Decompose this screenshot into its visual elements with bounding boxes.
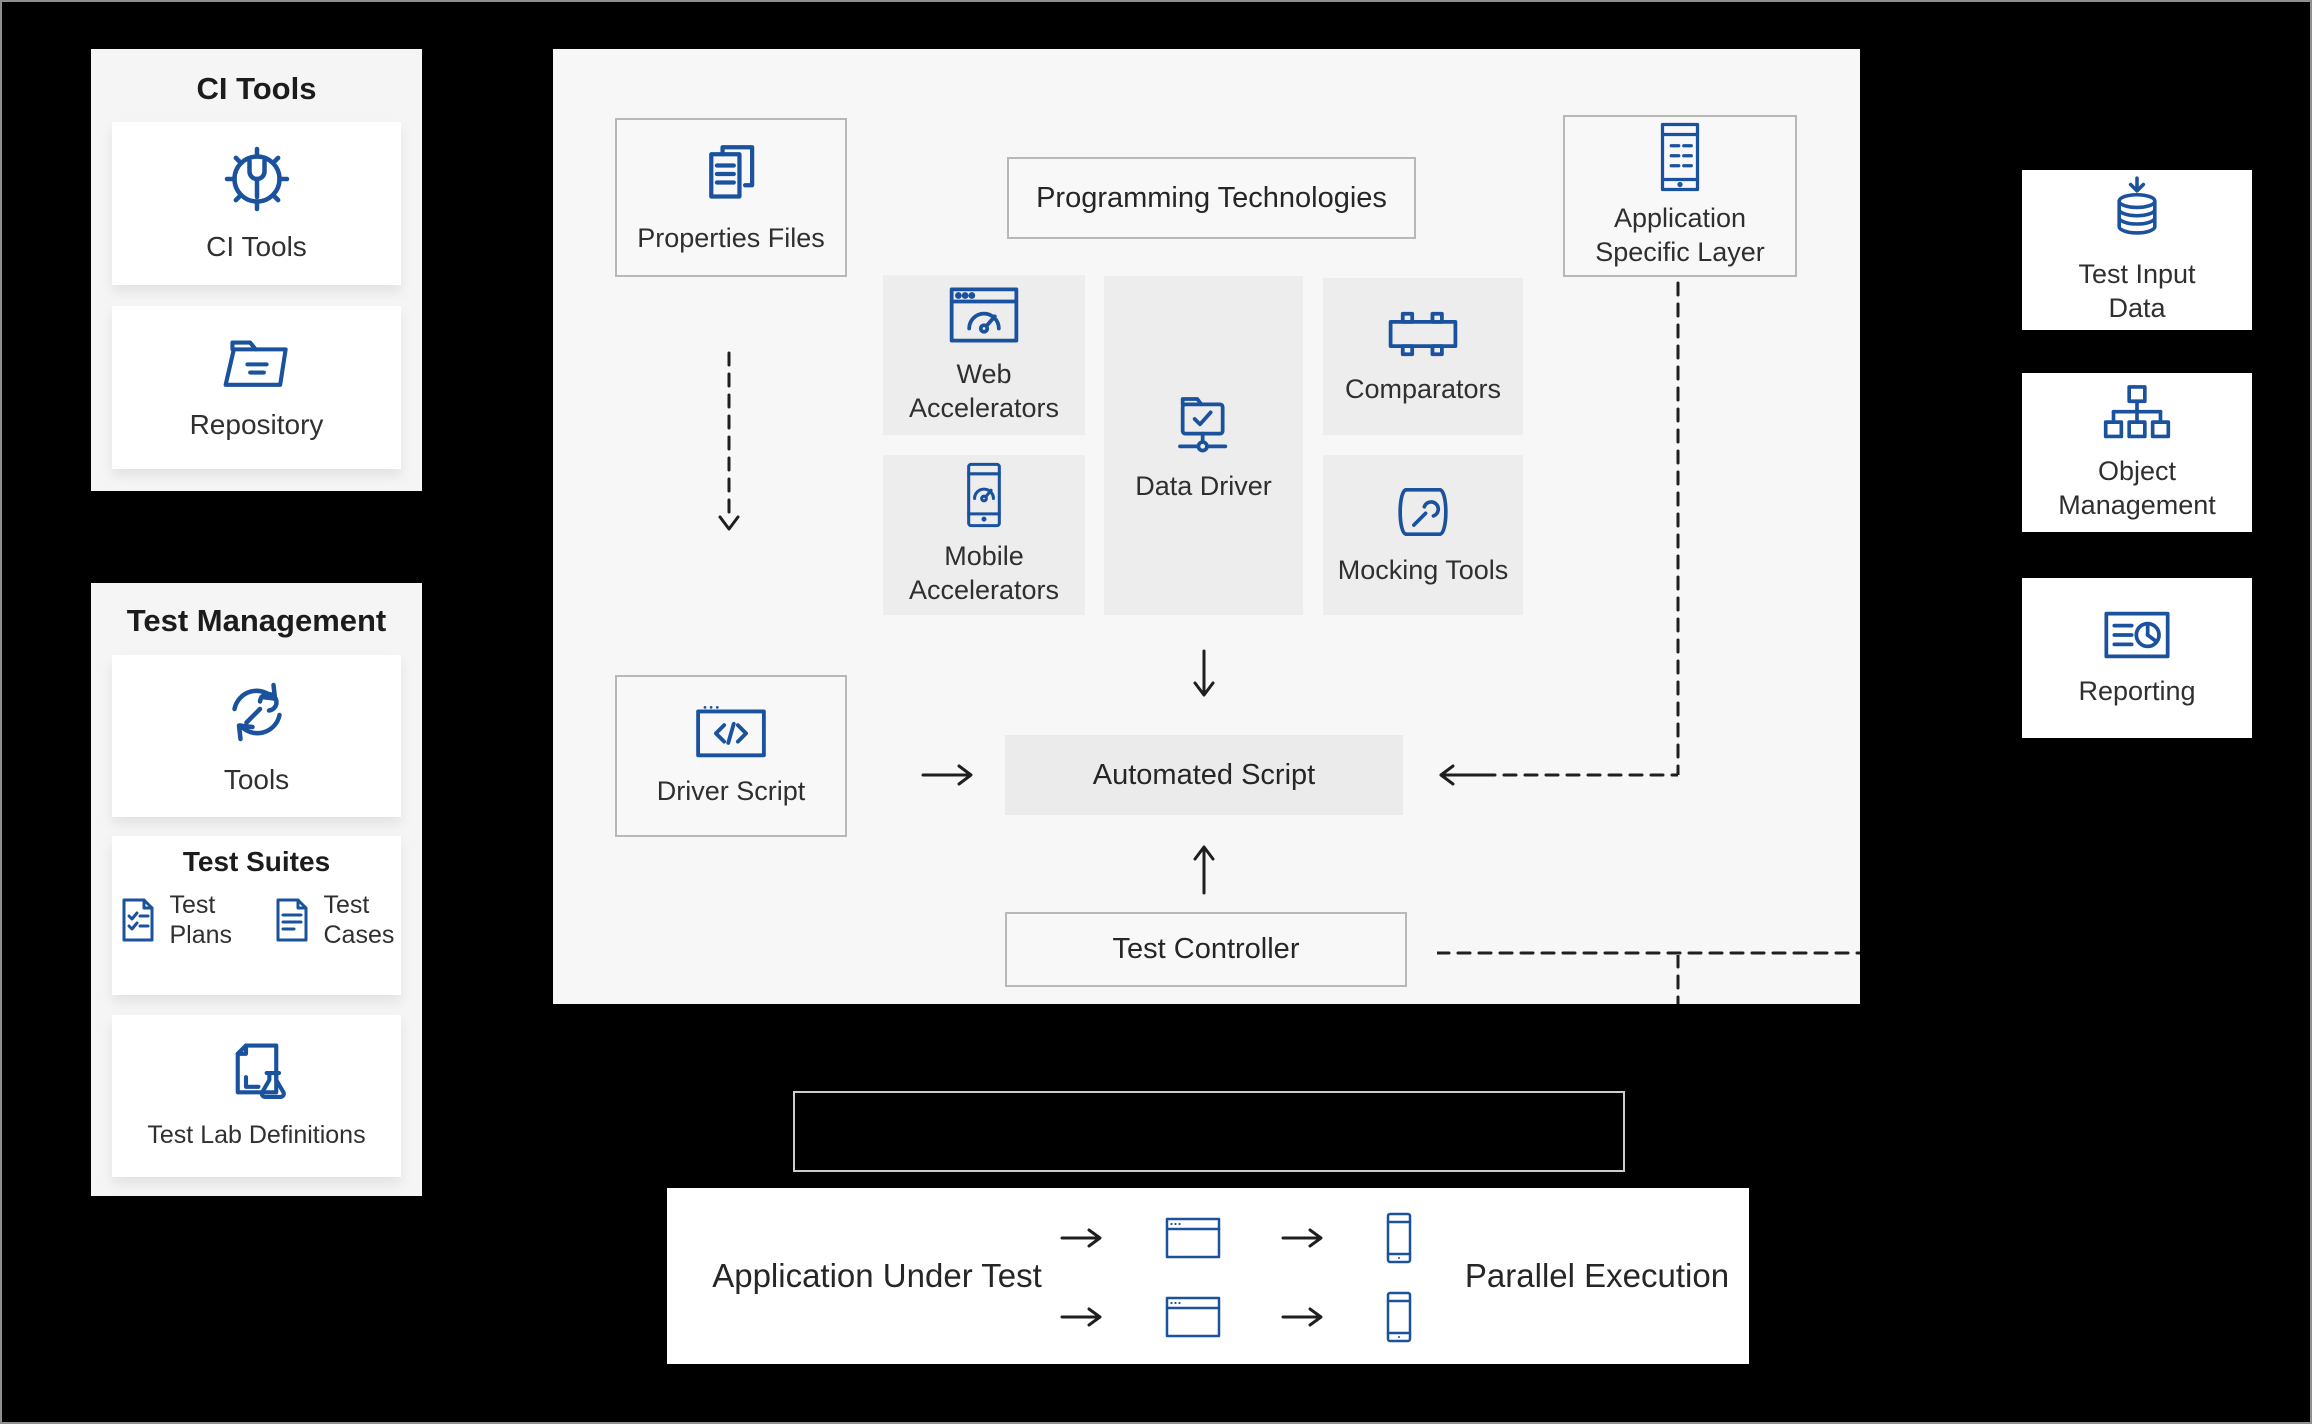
code-window-icon bbox=[694, 703, 768, 761]
application-under-test-label: Application Under Test bbox=[712, 1257, 1042, 1294]
blueprint-wrench-icon bbox=[1387, 482, 1459, 542]
object-management-box: Object Management bbox=[2022, 373, 2252, 532]
test-lab-definitions-card: Test Lab Definitions bbox=[112, 1015, 401, 1177]
programming-technologies-label: Programming Technologies bbox=[1036, 181, 1387, 214]
framework-panel: Properties Files Programming Technologie… bbox=[553, 49, 1860, 1004]
comparators-label: Comparators bbox=[1344, 373, 1502, 404]
test-cases-icon bbox=[272, 896, 312, 944]
web-accelerators-label: Web Accelerators bbox=[908, 359, 1060, 423]
mobile-accelerators-label: Mobile Accelerators bbox=[908, 541, 1060, 605]
hierarchy-icon bbox=[2103, 383, 2171, 443]
browser-window-icon bbox=[1165, 1217, 1221, 1259]
driver-script-label: Driver Script bbox=[656, 776, 806, 807]
smartphone-icon bbox=[1386, 1291, 1412, 1343]
execution-environment-box bbox=[793, 1091, 1625, 1172]
copy-documents-icon bbox=[700, 140, 762, 208]
right-arrow-icon bbox=[1281, 1226, 1325, 1250]
dashed-line-controller-horizontal bbox=[1437, 939, 1860, 967]
dashed-line-bottom-vertical bbox=[1671, 955, 1685, 1004]
test-suites-row: Test Plans Test Cases bbox=[118, 890, 396, 950]
report-chart-icon bbox=[2101, 607, 2173, 663]
test-plans-icon bbox=[118, 896, 158, 944]
reporting-box: Reporting bbox=[2022, 578, 2252, 738]
test-controller-label: Test Controller bbox=[1112, 933, 1300, 965]
mocking-tools-label: Mocking Tools bbox=[1337, 555, 1509, 586]
automated-script-label: Automated Script bbox=[1092, 758, 1316, 791]
right-arrow-icon bbox=[1060, 1226, 1104, 1250]
parallel-execution-label: Parallel Execution bbox=[1464, 1257, 1730, 1294]
ci-tools-card: CI Tools bbox=[112, 122, 401, 285]
test-suites-title: Test Suites bbox=[182, 846, 331, 877]
application-specific-layer-label: Application Specific Layer bbox=[1595, 203, 1765, 267]
mobile-list-icon bbox=[1657, 122, 1703, 192]
ci-tools-icon bbox=[221, 143, 293, 215]
ci-tools-card-label: CI Tools bbox=[206, 231, 307, 262]
automated-script-box: Automated Script bbox=[1005, 735, 1403, 815]
test-cases-label: Test Cases bbox=[323, 891, 395, 949]
mocking-tools-box: Mocking Tools bbox=[1323, 455, 1523, 615]
tools-card: Tools bbox=[112, 655, 401, 817]
tools-icon bbox=[221, 676, 293, 748]
test-management-panel: Test Management Tools Test Suites bbox=[91, 583, 422, 1196]
chip-icon bbox=[1385, 307, 1461, 361]
test-lab-definitions-icon bbox=[224, 1040, 290, 1106]
ci-tools-panel-title: CI Tools bbox=[196, 71, 317, 106]
dashed-line-asl-vertical bbox=[1671, 279, 1685, 775]
right-arrow-icon bbox=[1060, 1305, 1104, 1329]
application-specific-layer-box: Application Specific Layer bbox=[1563, 115, 1797, 277]
phone-speedometer-icon bbox=[963, 462, 1005, 528]
mobile-accelerators-box: Mobile Accelerators bbox=[883, 455, 1085, 615]
programming-technologies-box: Programming Technologies bbox=[1007, 157, 1416, 239]
properties-files-label: Properties Files bbox=[637, 222, 825, 253]
test-management-panel-title: Test Management bbox=[126, 603, 387, 638]
application-under-test-panel: Application Under Test bbox=[667, 1188, 1749, 1364]
web-accelerators-box: Web Accelerators bbox=[883, 275, 1085, 435]
test-plans-label: Test Plans bbox=[169, 891, 233, 949]
right-arrow-driver-to-script bbox=[921, 761, 977, 789]
test-controller-box: Test Controller bbox=[1005, 912, 1407, 987]
test-cases-item: Test Cases bbox=[272, 890, 396, 950]
right-arrow-icon bbox=[1281, 1305, 1325, 1329]
dashed-down-arrow bbox=[715, 349, 743, 544]
comparators-box: Comparators bbox=[1323, 278, 1523, 435]
up-arrow-controller-to-script bbox=[1190, 839, 1218, 895]
down-arrow-datadriver-to-script bbox=[1190, 649, 1218, 701]
test-input-data-label: Test Input Data bbox=[2078, 259, 2196, 323]
browser-speedometer-icon bbox=[947, 284, 1021, 346]
folder-network-icon bbox=[1172, 388, 1236, 458]
properties-files-box: Properties Files bbox=[615, 118, 847, 277]
database-download-icon bbox=[2109, 174, 2165, 246]
smartphone-icon bbox=[1386, 1212, 1412, 1264]
repository-icon bbox=[218, 333, 296, 393]
object-management-label: Object Management bbox=[2058, 455, 2216, 520]
browser-window-icon bbox=[1165, 1296, 1221, 1338]
dashed-left-arrow-to-script bbox=[1437, 761, 1678, 789]
test-input-data-box: Test Input Data bbox=[2022, 170, 2252, 330]
test-lab-definitions-label: Test Lab Definitions bbox=[147, 1121, 366, 1150]
test-plans-item: Test Plans bbox=[118, 890, 242, 950]
driver-script-box: Driver Script bbox=[615, 675, 847, 837]
repository-card: Repository bbox=[112, 306, 401, 469]
repository-card-label: Repository bbox=[189, 409, 324, 440]
data-driver-box: Data Driver bbox=[1104, 276, 1303, 615]
ci-tools-panel: CI Tools CI Tools bbox=[91, 49, 422, 491]
tools-card-label: Tools bbox=[223, 763, 290, 795]
reporting-label: Reporting bbox=[2078, 676, 2196, 707]
data-driver-label: Data Driver bbox=[1135, 470, 1272, 501]
test-suites-card: Test Suites Test Plans bbox=[112, 836, 401, 995]
